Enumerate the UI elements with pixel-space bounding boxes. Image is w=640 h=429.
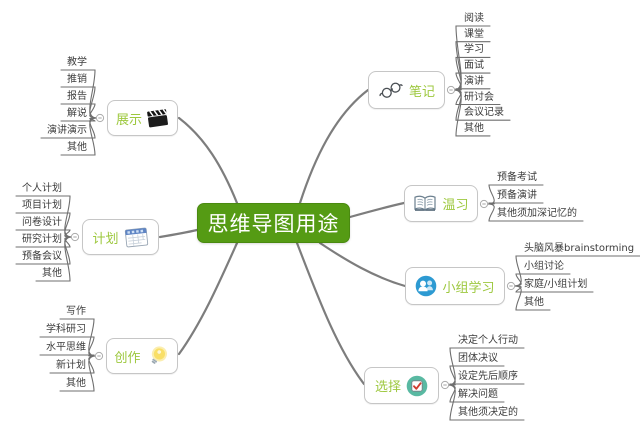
branch-curve-biji [298, 88, 370, 205]
branch-curve-chuangzuo [177, 241, 239, 356]
leaf-item[interactable]: 课堂 [464, 28, 484, 40]
leaf-item[interactable]: 演讲演示 [47, 125, 87, 136]
branch-curve-xuanze [295, 241, 366, 386]
leaf-line [39, 354, 97, 357]
branch-label: 选择 [374, 380, 401, 395]
group-icon [415, 275, 437, 297]
glasses-icon [378, 79, 404, 101]
calendar-icon [124, 227, 149, 248]
leaf-item[interactable]: 研究计划 [22, 234, 62, 245]
leaf-item[interactable]: 其他须加深记忆的 [497, 208, 577, 219]
leaf-item[interactable]: 面试 [464, 60, 484, 72]
leaf-item[interactable]: 决定个人行动 [458, 335, 518, 346]
branch-label: 计划 [92, 231, 119, 247]
leaf-item[interactable]: 项目计划 [22, 200, 62, 211]
leaf-item[interactable]: 家庭/小组计划 [524, 279, 588, 290]
branch-label: 小组学习 [442, 280, 495, 296]
leaf-line [447, 384, 525, 421]
leaf-item[interactable]: 小组讨论 [524, 261, 564, 272]
branch-curve-wenxi [348, 201, 406, 219]
lightbulb-icon [146, 344, 170, 368]
branch-curve-xiaozu [318, 241, 407, 288]
leaf-item[interactable]: 预备演讲 [497, 190, 537, 201]
leaf-item[interactable]: 设定先后顺序 [458, 371, 518, 382]
branch-label: 温习 [442, 198, 469, 213]
leaf-item[interactable]: 水平思维 [46, 342, 86, 353]
leaf-item[interactable]: 写作 [66, 306, 86, 317]
leaf-item[interactable]: 新计划 [56, 360, 86, 371]
open-book-icon [413, 194, 437, 214]
leaf-item[interactable]: 头脑风暴brainstorming [524, 243, 635, 254]
checkbox-icon [406, 375, 428, 397]
leaf-item[interactable]: 学习 [464, 44, 484, 56]
leaf-line [447, 383, 525, 386]
leaf-item[interactable]: 报告 [67, 91, 87, 102]
branch-curve-zhanshi [177, 116, 239, 205]
branch-node-chuangzuo[interactable]: 创作 [106, 338, 178, 374]
leaf-line [59, 355, 97, 392]
branch-curve-jihua [158, 228, 199, 239]
leaf-item[interactable]: 团体决议 [458, 353, 498, 364]
leaf-line [453, 89, 491, 137]
leaf-item[interactable]: 其他 [66, 378, 86, 389]
leaf-item[interactable]: 个人计划 [22, 183, 62, 194]
branch-node-biji[interactable]: 笔记 [368, 71, 445, 109]
leaf-item[interactable]: 其他 [524, 297, 544, 308]
leaf-item[interactable]: 学科研习 [46, 324, 86, 335]
branch-node-jihua[interactable]: 计划 [82, 219, 159, 255]
clapperboard-icon [147, 108, 169, 128]
leaf-item[interactable]: 阅读 [464, 13, 484, 24]
leaf-item[interactable]: 预备会议 [22, 251, 62, 262]
branch-node-zhanshi[interactable]: 展示 [107, 100, 178, 136]
leaf-item[interactable]: 解决问题 [458, 389, 498, 400]
leaf-line [486, 202, 544, 205]
branch-label: 笔记 [408, 84, 435, 100]
central-topic-node[interactable]: 思维导图用途 [197, 203, 350, 243]
leaf-line [35, 236, 73, 282]
leaf-line [486, 203, 584, 222]
leaf-item[interactable]: 其他 [464, 122, 484, 134]
leaf-item[interactable]: 教学 [67, 57, 87, 68]
leaf-item[interactable]: 其他 [42, 268, 62, 279]
leaf-item[interactable]: 演讲 [464, 75, 484, 87]
leaf-item[interactable]: 推销 [67, 74, 87, 85]
branch-node-xiaozu[interactable]: 小组学习 [405, 267, 505, 305]
leaf-item[interactable]: 研讨会 [464, 91, 494, 103]
leaf-item[interactable]: 预备考试 [497, 172, 537, 183]
branch-node-wenxi[interactable]: 温习 [404, 185, 478, 222]
branch-node-xuanze[interactable]: 选择 [364, 367, 439, 404]
branch-label: 展示 [115, 112, 142, 128]
branch-label: 创作 [114, 350, 141, 366]
leaf-line [513, 285, 551, 311]
leaf-item[interactable]: 其他 [67, 142, 87, 153]
leaf-line [60, 117, 98, 156]
leaf-item[interactable]: 其他须决定的 [458, 407, 518, 418]
leaf-item[interactable]: 解说 [67, 108, 87, 119]
leaf-item[interactable]: 会议记录 [464, 107, 504, 119]
leaf-item[interactable]: 问卷设计 [22, 217, 62, 228]
